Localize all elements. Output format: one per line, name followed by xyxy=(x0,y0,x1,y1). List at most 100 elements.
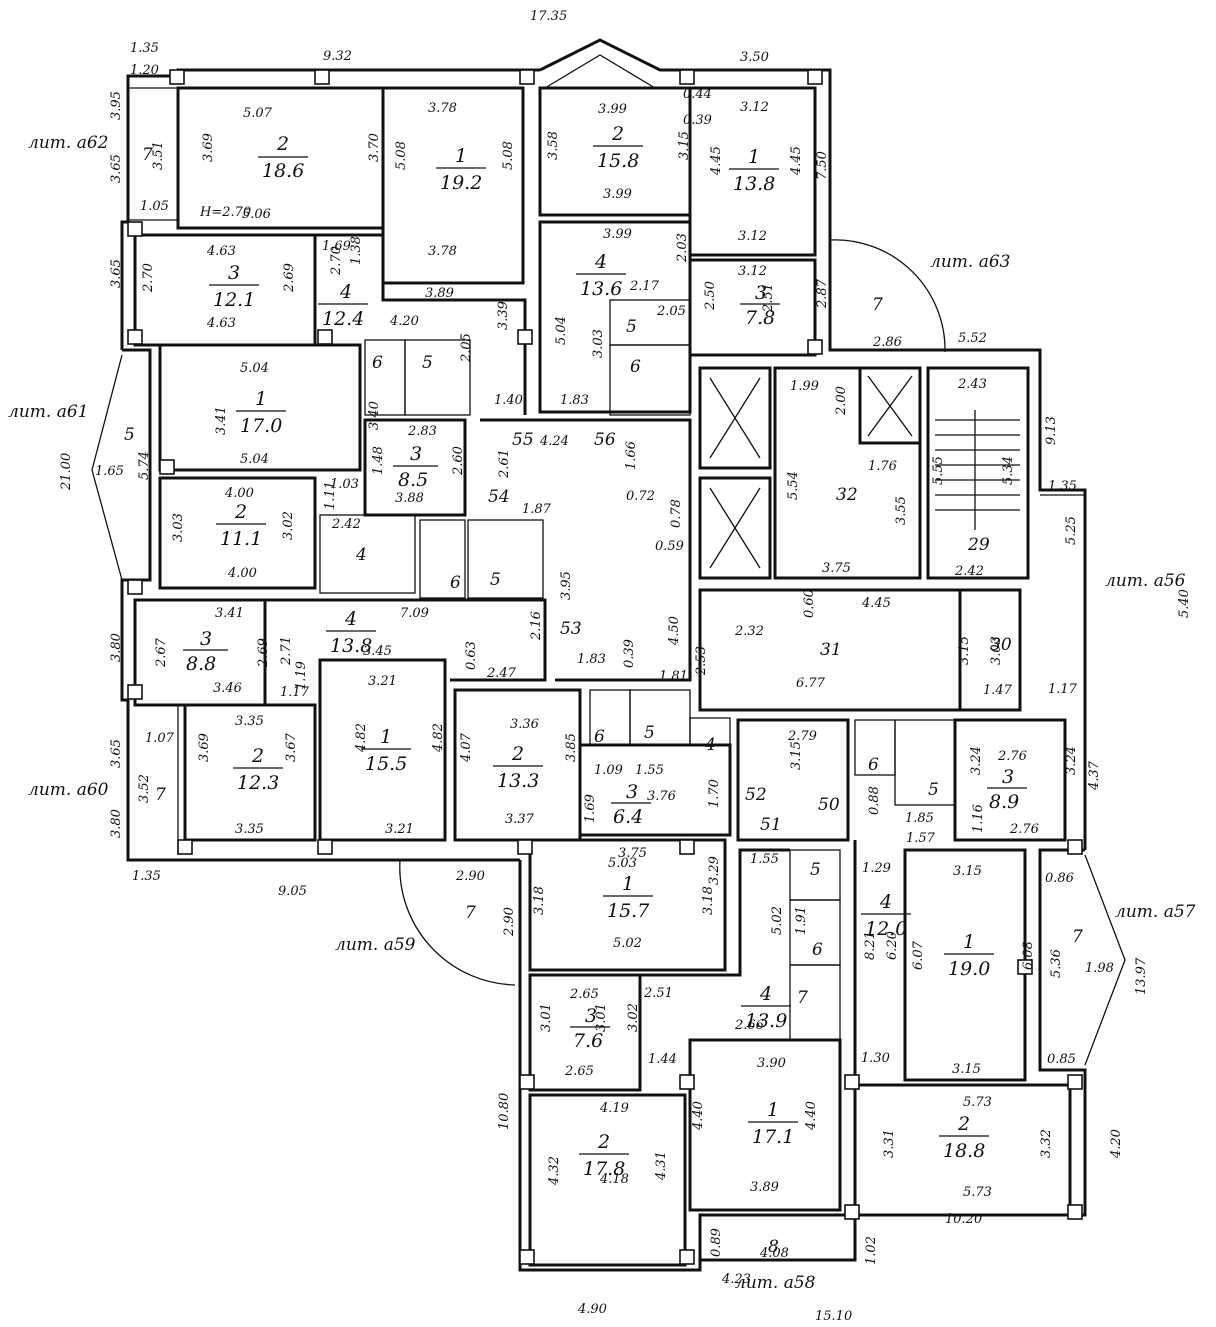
room: 217.8 xyxy=(579,1131,629,1180)
dimension-label: 1.69 xyxy=(322,239,351,254)
dimension-label: 1.91 xyxy=(794,906,809,935)
dimension-label: 5.08 xyxy=(394,141,409,170)
room: 312.1 xyxy=(209,262,259,311)
dimension-label: 1.65 xyxy=(95,464,124,479)
room-number: 1 xyxy=(622,873,634,895)
dimension-label: 3.32 xyxy=(1039,1129,1054,1158)
dimension-label: 2.90 xyxy=(502,907,517,937)
room: 412.4 xyxy=(318,281,368,330)
room-area: 7.8 xyxy=(745,307,775,329)
litera-labels: лит. а62 лит. а63 лит. а61 лит. а56 лит.… xyxy=(8,133,1196,1293)
dimension-label: 5.52 xyxy=(958,331,987,346)
dimension-label: 1.38 xyxy=(349,236,364,265)
room-area: 15.5 xyxy=(365,753,407,775)
dimension-label: 2.67 xyxy=(154,637,169,668)
room-number: 1 xyxy=(255,388,267,410)
dimension-label: 5.40 xyxy=(1177,589,1192,618)
dimension-label: 1.40 xyxy=(494,393,523,408)
dimension-label: 3.52 xyxy=(137,774,152,803)
room: 36.4 xyxy=(611,781,651,828)
room-number: 3 xyxy=(1002,766,1014,788)
dimension-label: 1.70 xyxy=(707,779,722,808)
dimension-label: 1.55 xyxy=(750,852,779,867)
label-a63: лит. а63 xyxy=(930,252,1010,272)
dimension-label: 3.29 xyxy=(707,856,722,885)
dimension-label: 3.99 xyxy=(603,187,632,202)
dimension-label: 3.02 xyxy=(281,511,296,540)
dimension-label: 1.20 xyxy=(130,63,159,78)
room-area: 17.8 xyxy=(583,1158,625,1180)
room-no-30: 30 xyxy=(990,635,1012,655)
dimension-label: 5.04 xyxy=(240,361,269,376)
dimension-label: 4.20 xyxy=(1109,1129,1124,1159)
room: 38.5 xyxy=(393,443,438,491)
dimension-label: 1.35 xyxy=(132,869,161,884)
room-area: 12.4 xyxy=(322,308,364,330)
label-a59: лит. а59 xyxy=(335,935,416,955)
room-no-32: 32 xyxy=(836,485,858,505)
dimension-label: 10.20 xyxy=(945,1212,982,1227)
room-no-5: 5 xyxy=(644,723,655,743)
room: 413.9 xyxy=(741,983,791,1032)
dimension-label: 3.12 xyxy=(738,229,767,244)
dimension-label: 1.76 xyxy=(868,459,897,474)
dimension-label: 1.99 xyxy=(790,379,819,394)
room-number: 2 xyxy=(251,745,264,767)
dimension-label: 3.69 xyxy=(197,733,212,762)
dimension-label: 9.32 xyxy=(323,49,352,64)
dimension-label: 8.21 xyxy=(863,931,878,960)
room-area: 13.8 xyxy=(330,635,372,657)
dimension-label: 1.87 xyxy=(522,502,552,517)
room-number: 2 xyxy=(511,743,524,765)
dimension-label: 5.25 xyxy=(1064,516,1079,545)
dim-overall-bottom: 15.10 xyxy=(815,1309,852,1324)
dimension-label: 2.51 xyxy=(643,986,673,1001)
room-number: 2 xyxy=(957,1113,970,1135)
dimension-label: 5.73 xyxy=(963,1095,992,1110)
dimension-label: 0.88 xyxy=(867,786,882,815)
dimension-label: 4.82 xyxy=(431,723,446,753)
dimension-label: 0.39 xyxy=(683,113,712,128)
dimension-label: 5.55 xyxy=(931,456,946,485)
dimension-label: 2.61 xyxy=(497,449,512,479)
room-number: 1 xyxy=(455,145,467,167)
dimension-label: 5.54 xyxy=(786,471,801,500)
room-no-6: 6 xyxy=(450,573,461,593)
dimension-label: 3.03 xyxy=(989,636,1004,665)
dimension-label: 3.46 xyxy=(213,681,242,696)
overall-dimensions: 17.35 15.10 21.00 13.97 10.80 xyxy=(59,9,1149,1324)
dimension-label: 3.15 xyxy=(677,131,692,160)
dimension-label: 7.50 xyxy=(815,151,830,180)
dimension-label: 3.12 xyxy=(740,100,769,115)
dimension-label: 5.74 xyxy=(137,451,152,480)
room-no-31: 31 xyxy=(820,640,842,660)
dimension-label: 2.71 xyxy=(279,636,294,666)
dimension-label: 3.15 xyxy=(789,741,804,770)
dimension-label: 0.63 xyxy=(464,641,479,670)
room-area: 8.5 xyxy=(398,469,428,491)
dimension-label: 4.45 xyxy=(789,146,804,176)
dimension-label: H=2.70 xyxy=(199,205,251,220)
room-number: 4 xyxy=(344,608,357,630)
dimension-label: 1.09 xyxy=(594,763,623,778)
dimension-label: 2.03 xyxy=(675,233,690,263)
dimension-label: 3.99 xyxy=(603,227,632,242)
dimension-label: 2.16 xyxy=(529,611,544,641)
dim-overall-left: 21.00 xyxy=(59,453,74,491)
room-area: 12.3 xyxy=(237,772,279,794)
dim-overall-top: 17.35 xyxy=(530,9,567,24)
dimension-label: 3.85 xyxy=(564,733,579,762)
dimension-label: 3.89 xyxy=(425,286,454,301)
dimension-label: 1.05 xyxy=(140,199,169,214)
room-area: 15.7 xyxy=(607,900,650,922)
dimension-label: 3.88 xyxy=(395,491,424,506)
room-number: 4 xyxy=(759,983,772,1005)
room-no-6: 6 xyxy=(812,940,823,960)
room-number: 3 xyxy=(626,781,638,803)
dimension-label: 3.41 xyxy=(215,606,244,621)
dimension-label: 2.65 xyxy=(564,1064,594,1079)
dimension-label: 1.83 xyxy=(560,393,589,408)
dimension-label: 1.17 xyxy=(280,685,310,700)
